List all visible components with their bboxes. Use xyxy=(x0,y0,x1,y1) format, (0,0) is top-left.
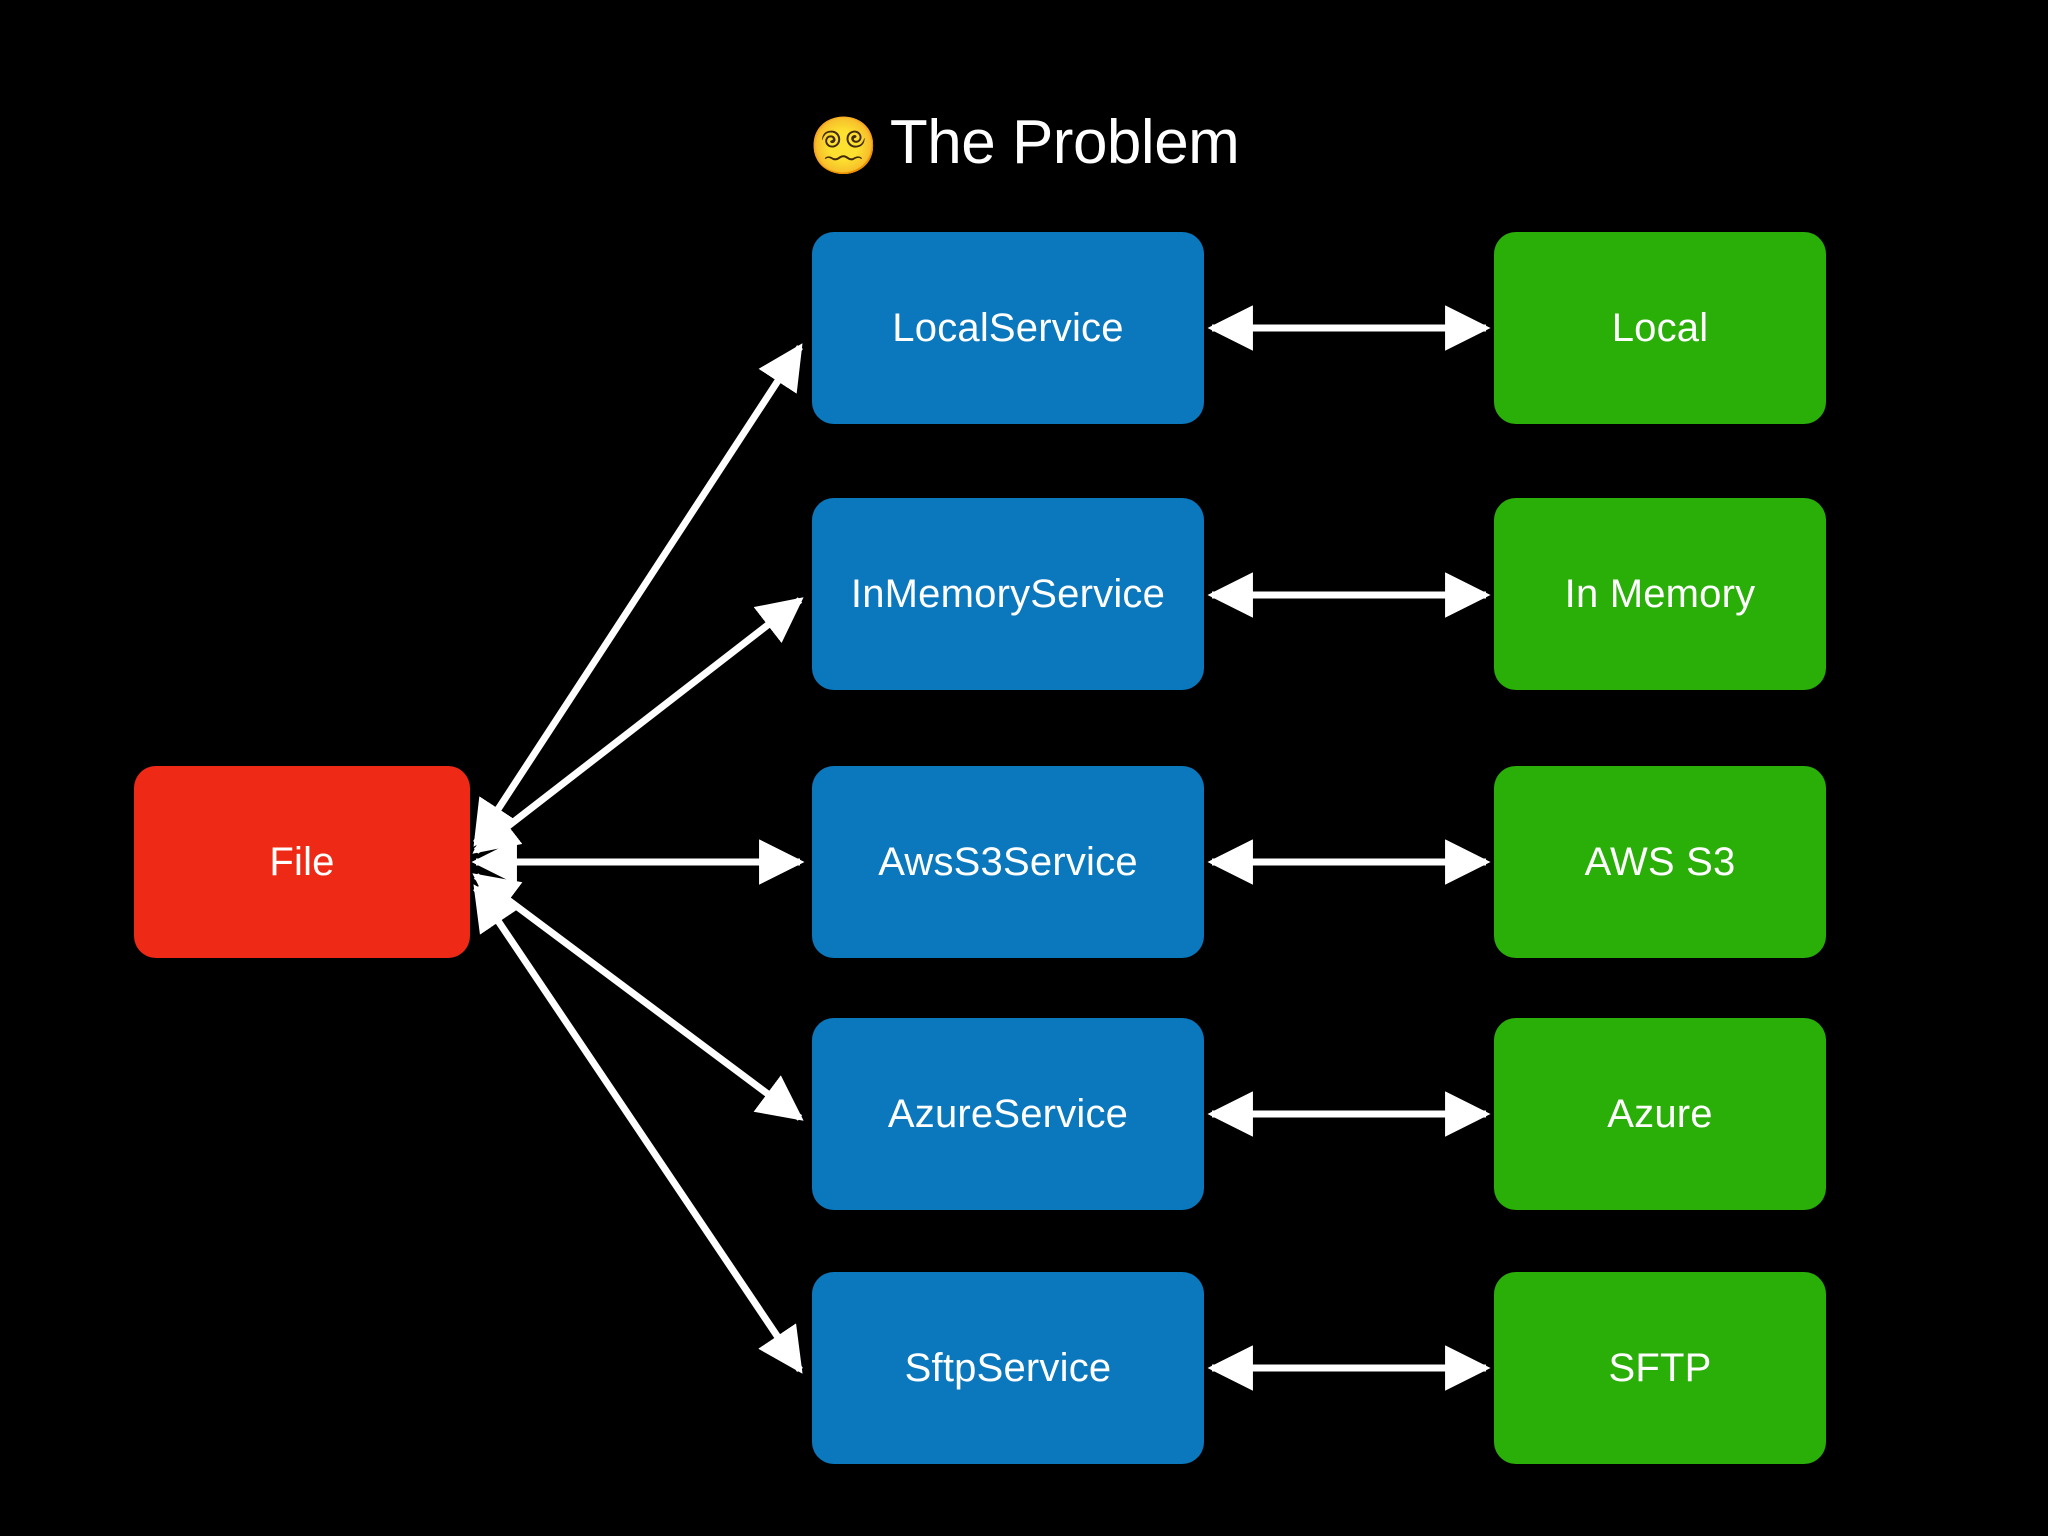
node-awss3-label: AWS S3 xyxy=(1584,839,1736,884)
node-sftp[interactable]: SFTP xyxy=(1494,1272,1826,1464)
edge-file-localservice xyxy=(473,343,803,847)
node-inmemoryservice[interactable]: InMemoryService xyxy=(812,498,1204,690)
node-sftp-label: SFTP xyxy=(1608,1345,1712,1390)
node-localservice[interactable]: LocalService xyxy=(812,232,1204,424)
node-file-label: File xyxy=(269,839,335,884)
face-with-spiral-eyes-icon: 😵‍💫 xyxy=(808,114,879,177)
page-title-text: The Problem xyxy=(889,108,1240,177)
node-azure[interactable]: Azure xyxy=(1494,1018,1826,1210)
node-awss3service[interactable]: AwsS3Service xyxy=(812,766,1204,958)
node-file[interactable]: File xyxy=(134,766,470,958)
node-inmemory[interactable]: In Memory xyxy=(1494,498,1826,690)
node-localservice-label: LocalService xyxy=(892,305,1124,350)
node-sftpservice[interactable]: SftpService xyxy=(812,1272,1204,1464)
node-local[interactable]: Local xyxy=(1494,232,1826,424)
node-awss3service-label: AwsS3Service xyxy=(878,839,1138,884)
node-awss3[interactable]: AWS S3 xyxy=(1494,766,1826,958)
node-inmemoryservice-label: InMemoryService xyxy=(850,571,1166,616)
page-title: 😵‍💫The Problem xyxy=(0,112,2048,174)
edge-file-inmemoryservice xyxy=(472,597,804,854)
node-sftpservice-label: SftpService xyxy=(904,1345,1112,1390)
node-inmemory-label: In Memory xyxy=(1564,571,1756,616)
node-azureservice[interactable]: AzureService xyxy=(812,1018,1204,1210)
edge-file-azureservice xyxy=(472,873,804,1121)
node-azure-label: Azure xyxy=(1607,1091,1713,1136)
edge-file-sftpservice xyxy=(473,884,803,1374)
node-azureservice-label: AzureService xyxy=(887,1091,1129,1136)
node-local-label: Local xyxy=(1611,305,1709,350)
